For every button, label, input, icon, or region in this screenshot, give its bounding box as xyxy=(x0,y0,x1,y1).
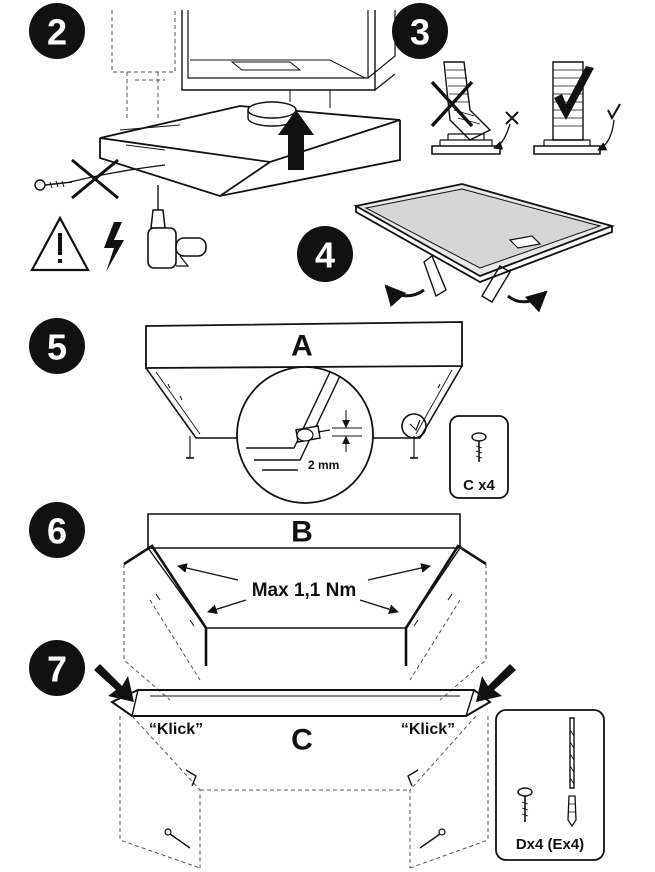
part-c-label: C xyxy=(291,724,313,757)
step-7-badge: 7 xyxy=(29,640,85,696)
step-2-number: 2 xyxy=(47,12,67,53)
fixing-parts-box: Dx4 (Ex4) xyxy=(495,709,605,861)
step-5-badge: 5 xyxy=(29,318,85,374)
step-6-panel: 6 B Max 1,1 Nm xyxy=(29,502,487,701)
step-7-panel: 7 “Klick” “Klick” C xyxy=(29,640,605,869)
step-2-panel: 2 xyxy=(29,3,401,272)
drill-icon xyxy=(147,185,207,269)
klick-right-label: “Klick” xyxy=(401,721,455,738)
warning-icon xyxy=(30,215,90,272)
step-5-panel: 5 A 2 mm xyxy=(29,318,509,504)
gap-label: 2 mm xyxy=(308,458,339,472)
cabinet-body-dashed xyxy=(119,715,489,869)
step-6-number: 6 xyxy=(47,511,67,552)
step-5-number: 5 xyxy=(47,327,67,368)
upper-cabinet xyxy=(111,10,396,118)
step-7-number: 7 xyxy=(47,649,67,690)
step-3-panel: 3 xyxy=(392,3,621,155)
arrow-down-icon xyxy=(94,664,516,702)
screw-icon xyxy=(34,179,73,191)
klick-left-label: “Klick” xyxy=(149,721,203,738)
wall-plug-icon xyxy=(567,795,577,828)
step-2-badge: 2 xyxy=(29,3,85,59)
screw-icon xyxy=(517,787,533,822)
grease-filter xyxy=(353,183,615,283)
check-icon xyxy=(554,66,621,121)
torque-label: Max 1,1 Nm xyxy=(252,580,357,601)
curved-arrow-icon xyxy=(597,119,615,151)
filter-release-levers xyxy=(423,254,511,303)
cross-icon xyxy=(71,158,119,200)
parts-box-label: Dx4 (Ex4) xyxy=(516,836,584,853)
screw-box-label: C x4 xyxy=(463,477,495,494)
arrow-up-icon xyxy=(278,110,314,170)
step-4-badge: 4 xyxy=(297,226,353,282)
drill-bit-icon xyxy=(569,717,575,789)
detail-magnifier: 2 mm xyxy=(236,366,427,504)
hood-box xyxy=(99,101,401,197)
cross-icon xyxy=(430,80,519,128)
wall-plug-icon xyxy=(164,828,446,849)
power-cable xyxy=(69,164,166,183)
electric-hazard-icon xyxy=(104,222,124,272)
curved-arrow-icon xyxy=(507,290,548,313)
step-3-number: 3 xyxy=(410,12,430,53)
screw-icon xyxy=(295,425,331,443)
duct-wrong xyxy=(431,61,501,155)
screw-parts-box-c: C x4 xyxy=(449,415,509,499)
duct-right xyxy=(533,61,601,155)
step-6-badge: 6 xyxy=(29,502,85,558)
step-4-panel: 4 xyxy=(297,183,615,313)
side-panels xyxy=(123,544,487,701)
curved-arrow-icon xyxy=(384,284,425,308)
curved-arrow-icon xyxy=(493,123,511,150)
part-b-label: B xyxy=(291,516,313,549)
step-4-number: 4 xyxy=(315,235,335,276)
part-a-label: A xyxy=(291,330,313,363)
front-trim-c xyxy=(110,689,492,717)
torque-arrows xyxy=(177,563,431,615)
screw-icon xyxy=(471,432,487,462)
step-3-badge: 3 xyxy=(392,3,448,59)
screw-icon xyxy=(186,436,418,459)
